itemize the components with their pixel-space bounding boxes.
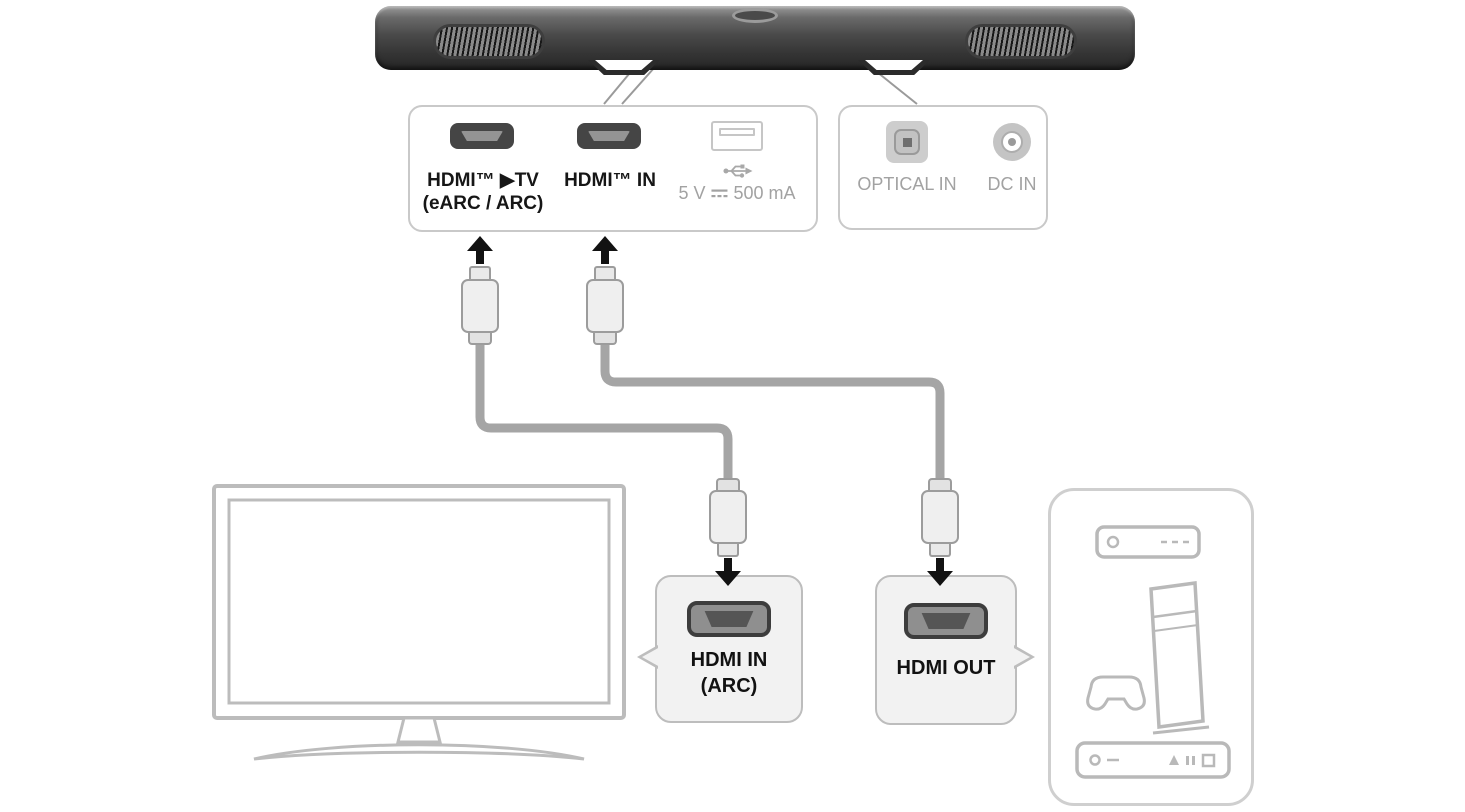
optical-in-label: OPTICAL IN — [857, 174, 957, 194]
settop-box-icon — [1095, 525, 1201, 559]
optical-port-icon — [886, 121, 928, 163]
soundbar-top-knob — [732, 8, 778, 23]
callout-line-left-2 — [621, 67, 655, 105]
usb-rating-label: 5 V 500 mA — [678, 182, 795, 204]
device-hdmi-out-label: HDMI OUT — [896, 657, 996, 679]
arrow-down-into-device-hdmi-icon — [927, 558, 953, 586]
game-console-icon — [1149, 581, 1210, 735]
hdmi-plug-body — [461, 279, 499, 333]
hdmi-cable-tv — [475, 331, 733, 491]
usb-port-slot — [719, 128, 755, 136]
hdmi-cables — [475, 331, 945, 491]
arrow-up-into-hdmi-in-icon — [592, 236, 618, 264]
hdmi-plug-tip — [594, 266, 616, 279]
soundbar — [375, 6, 1135, 75]
tv-hdmi-in-arc-box: HDMI IN (ARC) — [637, 575, 803, 723]
hdmi-plug-to-device — [921, 478, 959, 557]
soundbar-mount-notch-left — [588, 60, 660, 75]
hdmi-cable-device — [600, 331, 945, 491]
hdmi-plug-tip — [469, 266, 491, 279]
soundbar-mount-notch-right-inner — [865, 60, 923, 70]
tv-stand-neck — [396, 716, 442, 744]
dc-in-jack-pin — [1008, 138, 1016, 146]
tv-hdmi-in-label-line1: HDMI IN — [690, 649, 768, 671]
optical-port-hole — [902, 137, 912, 147]
hdmi-plug-shoulder — [716, 478, 740, 490]
callout-lines — [603, 67, 918, 105]
hdmi-plug-body — [709, 490, 747, 544]
usb-icon — [722, 164, 752, 178]
optical-port-ring — [894, 129, 920, 155]
hdmi-tv-port-label: HDMI™ ▶TV (eARC / ARC) — [423, 169, 544, 215]
optical-dc-panel: OPTICAL IN DC IN — [838, 105, 1048, 230]
tv-stand-base — [253, 743, 585, 761]
external-devices-icons — [1075, 525, 1231, 779]
hdmi-in-port-icon — [577, 123, 641, 149]
device-hdmi-out-port-icon — [904, 603, 988, 639]
hdmi-in-port-label: HDMI™ IN — [564, 170, 656, 191]
dc-in-label: DC IN — [987, 174, 1037, 194]
hdmi-plug-shoulder — [928, 478, 952, 490]
arrow-up-into-hdmi-tv-icon — [467, 236, 493, 264]
arrow-down-into-tv-hdmi-icon — [715, 558, 741, 586]
device-hdmi-out-box: HDMI OUT — [875, 575, 1035, 725]
hdmi-in-port-pin — [588, 131, 630, 141]
tv-outline — [212, 484, 626, 761]
external-devices-box — [1048, 488, 1254, 806]
game-controller-icon — [1086, 675, 1146, 711]
usb-rating-suffix: 500 mA — [733, 183, 796, 203]
soundbar-right-grille-icon — [965, 24, 1077, 59]
hdmi-tv-label-line1: HDMI™ ▶TV — [427, 170, 539, 191]
device-box-pointer-icon — [1012, 647, 1030, 667]
tv-hdmi-in-port-icon — [687, 601, 771, 637]
hdmi-plug-to-tv — [709, 478, 747, 557]
dc-in-jack-mid — [1001, 131, 1023, 153]
hdmi-tv-port-pin — [461, 131, 503, 141]
hdmi-tv-port-icon — [450, 123, 514, 149]
usb-port-icon — [711, 121, 763, 151]
soundbar-left-grille-icon — [433, 24, 545, 59]
hdmi-plug-tip — [929, 544, 951, 557]
dc-in-jack-icon — [993, 123, 1031, 161]
hdmi-plug-body — [586, 279, 624, 333]
hdmi-usb-ports-panel: HDMI™ ▶TV (eARC / ARC) HDMI™ IN 5 V — [408, 105, 818, 232]
soundbar-mount-notch-left-inner — [595, 60, 653, 70]
disc-player-icon — [1075, 741, 1231, 779]
tv-box-pointer-icon — [642, 647, 660, 667]
hdmi-plug-shoulder — [468, 333, 492, 345]
tv-hdmi-in-port-pin — [704, 611, 754, 627]
dc-voltage-icon — [711, 189, 728, 198]
hdmi-plug-shoulder — [593, 333, 617, 345]
tv-hdmi-in-label-line2: (ARC) — [700, 675, 758, 697]
tv-screen — [227, 498, 611, 705]
hdmi-plug-to-soundbar-in-port — [586, 266, 624, 345]
hdmi-plug-body — [921, 490, 959, 544]
usb-port-label: 5 V 500 mA — [678, 163, 796, 204]
soundbar-mount-notch-right — [858, 60, 930, 75]
usb-rating-prefix: 5 V — [678, 183, 706, 203]
hdmi-tv-label-line2: (eARC / ARC) — [422, 193, 544, 214]
hdmi-plug-to-soundbar-tv-port — [461, 266, 499, 345]
device-hdmi-out-port-pin — [921, 613, 971, 629]
hdmi-plug-tip — [717, 544, 739, 557]
